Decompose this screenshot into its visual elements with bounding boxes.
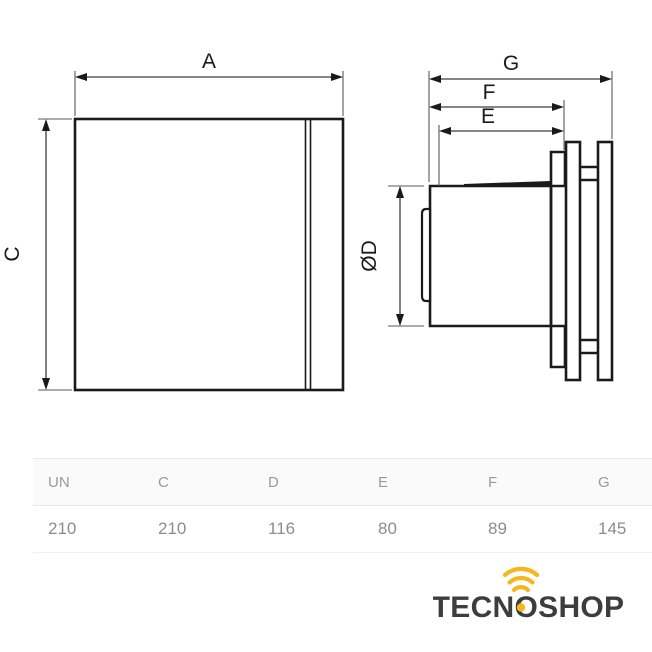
spec-table: UN C D E F G 210 210 116 80 89 145 <box>33 458 652 553</box>
dim-label-a: A <box>202 50 216 73</box>
spec-header-f: F <box>478 458 588 506</box>
spec-header-c: C <box>148 458 258 506</box>
arrowhead-d-top <box>396 186 404 198</box>
drawing-svg: A C <box>1 50 614 392</box>
side-view-inner-plate <box>564 140 582 382</box>
spec-cell-un: 210 <box>33 505 148 553</box>
arrowhead-a-right <box>331 73 343 81</box>
spec-cell-f: 89 <box>478 505 588 553</box>
arrowhead-a-left <box>75 73 87 81</box>
spec-header-d: D <box>258 458 368 506</box>
spec-cell-d: 116 <box>258 505 368 553</box>
spec-table-header-row: UN C D E F G <box>33 458 652 506</box>
spec-cell-c: 210 <box>148 505 258 553</box>
technical-drawing: A C <box>1 50 614 392</box>
side-view-flange-bracket <box>549 150 567 369</box>
arrowhead-d-bottom <box>396 314 404 326</box>
front-view-body <box>73 117 345 392</box>
side-view-upper-connector <box>580 165 598 182</box>
spec-cell-e: 80 <box>368 505 478 553</box>
dim-label-c: C <box>1 246 24 261</box>
dim-label-g: G <box>503 52 519 75</box>
side-view-front-cover-plate <box>596 140 614 382</box>
spec-cell-g: 145 <box>588 505 652 553</box>
arrowhead-c-bottom <box>42 378 50 390</box>
arrowhead-e-left <box>439 127 451 135</box>
arrowhead-c-top <box>42 119 50 131</box>
arrowhead-g-right <box>600 75 612 83</box>
side-view-duct-lip <box>463 180 551 185</box>
spec-table-body: 210 210 116 80 89 145 <box>33 505 652 553</box>
tecnoshop-logo: TECNOSHOP <box>433 565 623 625</box>
front-view-group: A C <box>1 50 345 392</box>
dim-label-d: ØD <box>358 240 381 272</box>
dim-label-f: F <box>483 81 496 104</box>
side-view-retaining-tab <box>420 207 432 303</box>
side-view-duct-body <box>428 184 553 328</box>
logo-wordmark: TECNOSHOP <box>433 591 623 624</box>
logo-svg: TECNOSHOP <box>433 566 623 624</box>
spec-table-head: UN C D E F G <box>33 458 652 506</box>
wifi-signal-icon <box>502 566 540 593</box>
side-view-lower-connector <box>580 338 598 355</box>
arrowhead-g-left <box>429 75 441 83</box>
arrowhead-f-right <box>552 103 564 111</box>
table-row: 210 210 116 80 89 145 <box>33 505 652 553</box>
spec-header-un: UN <box>33 458 148 506</box>
spec-header-e: E <box>368 458 478 506</box>
logo-accent-dot <box>516 603 526 612</box>
arrowhead-e-right <box>552 127 564 135</box>
spec-table-container: UN C D E F G 210 210 116 80 89 145 <box>33 458 652 553</box>
spec-header-g: G <box>588 458 652 506</box>
side-view-group: ØD G F E <box>358 52 614 382</box>
dim-label-e: E <box>481 105 495 128</box>
arrowhead-f-left <box>429 103 441 111</box>
